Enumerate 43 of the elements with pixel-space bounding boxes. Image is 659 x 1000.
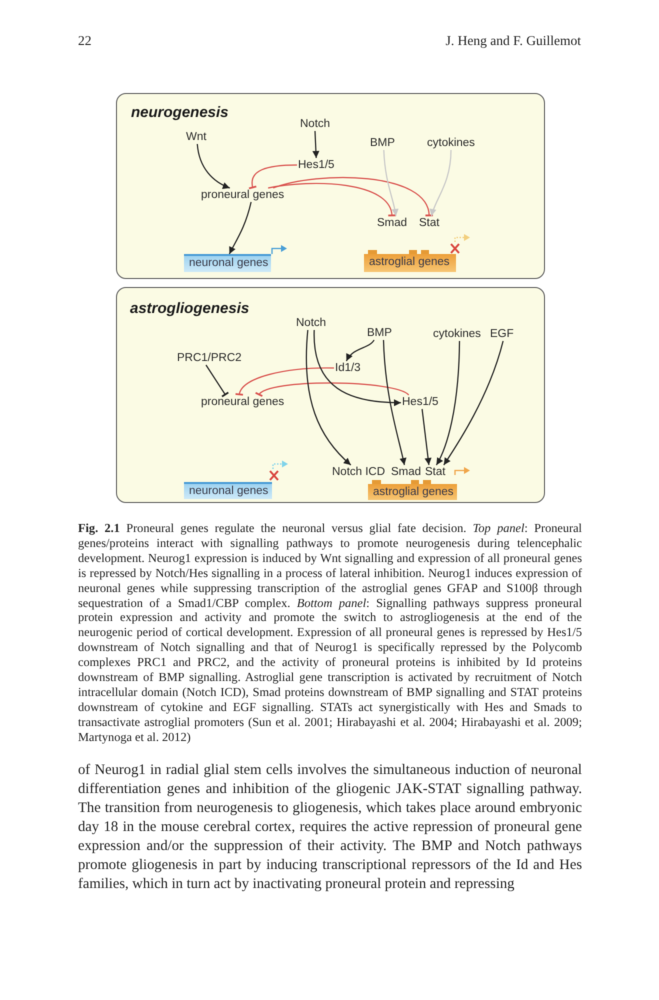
arrow [382, 340, 406, 466]
arrow [306, 330, 352, 466]
node-label: cytokines [432, 327, 482, 341]
panel-title: neurogenesis [131, 104, 229, 121]
node-label: Notch [299, 117, 332, 131]
node-label: PRC1/PRC2 [176, 351, 243, 365]
gene-bar: astroglial genes [368, 480, 457, 500]
arrow [430, 150, 452, 216]
node-label: EGF [489, 327, 515, 341]
node-label: BMP [369, 136, 396, 150]
arrow [312, 130, 320, 158]
gene-bar: neuronal genes [184, 254, 272, 272]
node-label: Stat [424, 465, 446, 479]
gene-bar: neuronal genes [184, 482, 272, 499]
arrow [196, 144, 230, 189]
body-text: of Neurog1 in radial glial stem cells involves the simultaneous induction of neuronal differentiation genes and inhibition of the gliogenic JAK-STAT signalling pathway. The transition from neurogenesis to gliogenesis, which takes place around embryonic day 18 in the mouse cerebral cortex, requires the active repression of proneural gene expression and/or the suppression of their activity. The BMP and Notch pathways promote gliogenesis in part by inducing transcriptional repressors of the Id and Hes families, which in turn act by inactivating proneural protein and repressing [78, 761, 582, 894]
node-label: Notch [295, 316, 328, 330]
arrow [346, 340, 375, 362]
arrow [436, 340, 460, 466]
arrow [314, 330, 402, 406]
figure-caption: Fig. 2.1 Proneural genes regulate the neuronal versus glial fate decision. Top panel: Proneural genes/proteins interact with signalling pathways to promote neurogenesis during telencephalic development. Neurog1 expression is induced by Wnt signalling and expression of all proneural genes is repressed by Notch/Hes signalling in a process of lateral inhibition. Neurog1 induces expression of neuronal genes while suppressing transcription of the astroglial genes GFAP and S100β through sequestration of a Smad1/CBP complex. Bottom panel: Signalling pathways suppress proneural protein expression and activity and promote the switch to astrogliogenesis at the end of the neurogenic period of cortical development. Expression of all proneural genes is repressed by Hes1/5 downstream of Notch signalling and that of Neurog1 is specifically repressed by the Polycomb complexes PRC1 and PRC2, and the activity of proneural proteins is inhibited by Id proteins downstream of BMP signalling. Astroglial gene transcription is activated by recruitment of Notch intracellular domain (Notch ICD), Smad proteins downstream of BMP signalling and STAT proteins downstream of cytokine and EGF signalling. STATs act synergistically with Hes and Smads to transactivate astroglial promoters (Sun et al. 2001; Hirabayashi et al. 2004; Hirabayashi et al. 2009; Martynoga et al. 2012) [78, 521, 582, 745]
running-header: J. Heng and F. Guillemot [446, 33, 581, 49]
node-label: Wnt [185, 130, 208, 144]
diagram-panel [116, 287, 545, 503]
arrow [228, 202, 252, 254]
panel-title: astrogliogenesis [130, 300, 250, 317]
node-label: Hes1/5 [401, 395, 440, 409]
node-label: proneural genes [200, 188, 286, 202]
node-label: Smad [376, 216, 408, 230]
node-label: Stat [418, 216, 440, 230]
node-label: Hes1/5 [297, 158, 336, 172]
node-label: Smad [390, 465, 422, 479]
node-label: Notch ICD [331, 465, 386, 479]
node-label: BMP [366, 326, 393, 340]
arrow [383, 150, 398, 216]
diagram-panel [116, 93, 545, 279]
gene-bar: astroglial genes [364, 250, 456, 272]
arrow [443, 340, 504, 466]
node-label: proneural genes [200, 395, 286, 409]
node-label: Id1/3 [334, 361, 362, 375]
arrow [422, 408, 432, 466]
node-label: cytokines [426, 136, 476, 150]
page-number: 22 [78, 33, 92, 49]
